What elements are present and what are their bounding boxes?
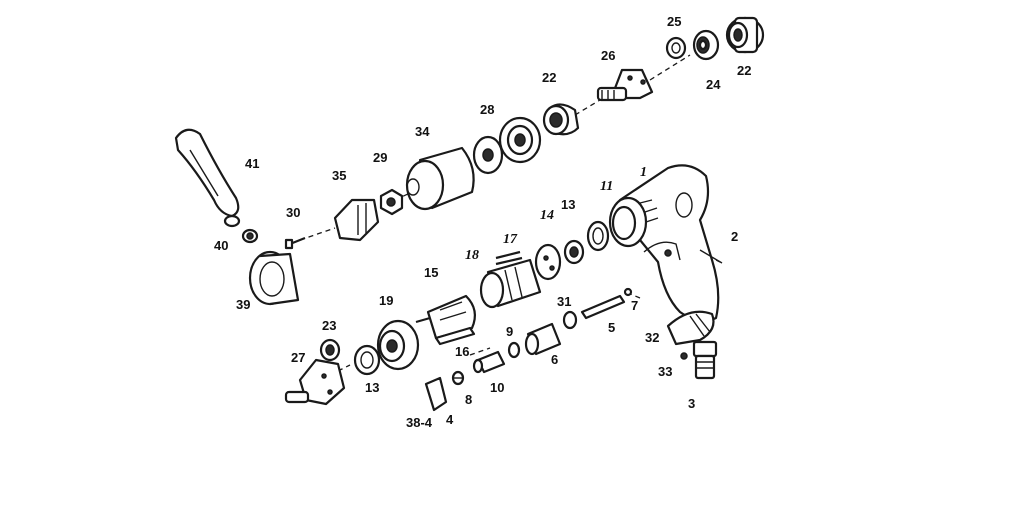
- callout-9: 9: [506, 324, 513, 339]
- callout-40: 40: [214, 238, 228, 253]
- callout-7: 7: [631, 298, 638, 313]
- callout-34: 34: [415, 124, 430, 139]
- part-24-bearing: [692, 29, 720, 61]
- part-14-end-plate: [534, 243, 562, 281]
- part-17-vanes: [495, 250, 523, 266]
- callout-39: 39: [236, 297, 250, 312]
- callout-19: 19: [379, 293, 393, 308]
- callout-28: 28: [480, 102, 494, 117]
- callout-10: 10: [490, 380, 504, 395]
- callout-6: 6: [551, 352, 558, 367]
- callout-labels: 25 22 26 24 22 28 34 29 41 35 30 40 39 1…: [214, 14, 751, 430]
- callout-2: 2: [731, 229, 738, 244]
- callout-17: 17: [503, 232, 518, 247]
- part-6-valve-bushing: [524, 322, 562, 356]
- part-30-screw: [284, 236, 306, 250]
- callout-27: 27: [291, 350, 305, 365]
- callout-15: 15: [424, 265, 438, 280]
- callout-8: 8: [465, 392, 472, 407]
- part-8-spring: [451, 370, 465, 386]
- callout-38-4: 38-4: [406, 415, 433, 430]
- callout-16: 16: [455, 344, 469, 359]
- part-31-o-ring: [562, 310, 578, 330]
- callout-26: 26: [601, 48, 615, 63]
- part-26-spindle: [596, 68, 654, 102]
- part-29-nut: [379, 188, 404, 216]
- part-35-chuck: [333, 198, 380, 242]
- callout-35: 35: [332, 168, 346, 183]
- part-18-cylinder: [479, 258, 542, 309]
- callout-13-lower: 13: [365, 380, 379, 395]
- callout-25: 25: [667, 14, 681, 29]
- callout-29: 29: [373, 150, 387, 165]
- callout-1: 1: [640, 165, 647, 180]
- callout-22: 22: [542, 70, 556, 85]
- callout-13-upper: 13: [561, 197, 575, 212]
- callout-3: 3: [688, 396, 695, 411]
- part-22-bearing-top: [725, 16, 765, 54]
- part-25-gear: [665, 36, 687, 60]
- callout-23: 23: [322, 318, 336, 333]
- part-9-o-ring: [507, 341, 521, 359]
- part-13-bearing-lower: [353, 344, 381, 376]
- callout-4: 4: [446, 412, 454, 427]
- callout-18: 18: [465, 248, 479, 263]
- part-39-clamp-ring: [248, 250, 300, 306]
- callout-22-top: 22: [737, 63, 751, 78]
- callout-11: 11: [600, 179, 613, 194]
- part-13-bearing: [563, 239, 585, 265]
- callout-31: 31: [557, 294, 571, 309]
- part-11-gasket: [586, 220, 610, 252]
- callout-30: 30: [286, 205, 300, 220]
- callout-5: 5: [608, 320, 615, 335]
- part-1-pistol-housing: [608, 164, 723, 323]
- part-40-washer: [223, 214, 259, 244]
- part-4-trigger: [424, 376, 448, 412]
- part-16-vane: [434, 326, 476, 346]
- callout-14: 14: [540, 208, 554, 223]
- part-19-gear-plate: [376, 319, 420, 371]
- part-28-bearing: [498, 116, 542, 164]
- part-32-exhaust-deflector: [666, 310, 715, 346]
- part-22-gear-housing: [542, 103, 580, 136]
- part-33-air-inlet: [680, 340, 718, 380]
- callout-32: 32: [645, 330, 659, 345]
- part-23-gear: [319, 338, 341, 362]
- part-41-side-handle: [174, 128, 240, 218]
- callout-41: 41: [245, 156, 259, 171]
- part-27-planet-carrier: [284, 358, 346, 406]
- part-5-valve-stem: [580, 287, 633, 320]
- part-34-chuck-body: [405, 135, 504, 211]
- callout-33: 33: [658, 364, 672, 379]
- part-10-reverse-valve: [472, 350, 506, 374]
- part-15-rotor: [415, 294, 477, 340]
- callout-24: 24: [706, 77, 721, 92]
